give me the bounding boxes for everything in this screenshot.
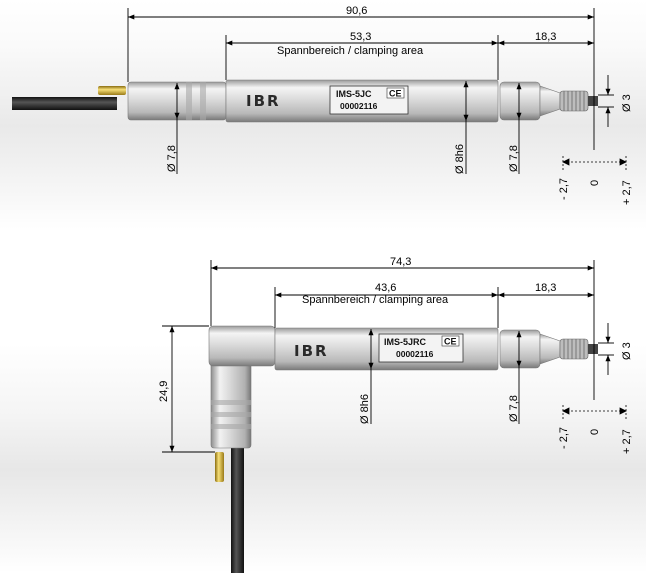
dim-tip-body-diameter: Ø 7,8 (508, 395, 520, 422)
body-groove (211, 424, 251, 429)
dim-overall-length: 90,6 (346, 5, 367, 17)
probe-tip-rod (588, 344, 598, 354)
dim-overall-length: 74,3 (390, 256, 411, 268)
probe-tip-body (499, 329, 541, 369)
probe-taper (539, 85, 561, 117)
stroke-indicator (562, 405, 627, 419)
dim-tip-diameter: Ø 3 (621, 94, 633, 112)
model-label: IMS-5JRC (384, 337, 427, 347)
body-groove (186, 82, 192, 120)
serial-label: 00002116 (340, 101, 378, 111)
dim-tip-diameter: Ø 3 (621, 342, 633, 360)
ce-mark-box (441, 335, 460, 347)
body-groove (200, 82, 206, 120)
ce-mark: CE (444, 337, 457, 347)
label-plate (329, 85, 409, 115)
dim-clamp-diameter: Ø 8h6 (454, 144, 466, 174)
clamping-area-label: Spannbereich / clamping area (277, 45, 424, 57)
clamping-area-label: Spannbereich / clamping area (302, 294, 449, 306)
stroke-plus: + 2,7 (621, 429, 633, 454)
probe-elbow (208, 325, 276, 367)
dimension-lines (127, 8, 614, 174)
dim-tip-body-diameter: Ø 7,8 (508, 145, 520, 172)
probe-angled: IBR IMS-5JRC CE 00002116 (158, 256, 633, 573)
model-label: IMS-5JC (336, 89, 372, 99)
probe-straight: IBR IMS-5JC CE 00002116 (12, 5, 633, 205)
stroke-indicator (562, 156, 627, 170)
brand-logo: IBR (294, 342, 329, 360)
probe-tip-body (499, 81, 541, 121)
ce-mark: CE (389, 89, 402, 99)
ce-mark-box (386, 87, 405, 99)
dim-tip-length: 18,3 (535, 282, 556, 294)
probe-tip-rod (588, 96, 598, 106)
dim-clamp-diameter: Ø 8h6 (359, 394, 371, 424)
stroke-plus: + 2,7 (621, 180, 633, 205)
dimension-lines (162, 260, 614, 453)
body-groove (211, 400, 251, 405)
brand-logo: IBR (246, 92, 281, 110)
dim-elbow-height: 24,9 (158, 381, 170, 402)
stroke-zero: 0 (589, 429, 601, 435)
dim-body-diameter: Ø 7,8 (166, 145, 178, 172)
probe-taper (539, 333, 561, 365)
stroke-minus: - 2,7 (558, 427, 570, 449)
dim-clamping-length: 53,3 (350, 31, 371, 43)
stroke-minus: - 2,7 (558, 178, 570, 200)
body-groove (211, 412, 251, 417)
serial-label: 00002116 (396, 349, 434, 359)
connector-pin (98, 86, 126, 95)
dim-clamping-length: 43,6 (375, 282, 396, 294)
dim-tip-length: 18,3 (535, 31, 556, 43)
cable (231, 445, 244, 573)
stroke-zero: 0 (589, 180, 601, 186)
connector-pin (215, 452, 224, 482)
cable (12, 97, 117, 110)
